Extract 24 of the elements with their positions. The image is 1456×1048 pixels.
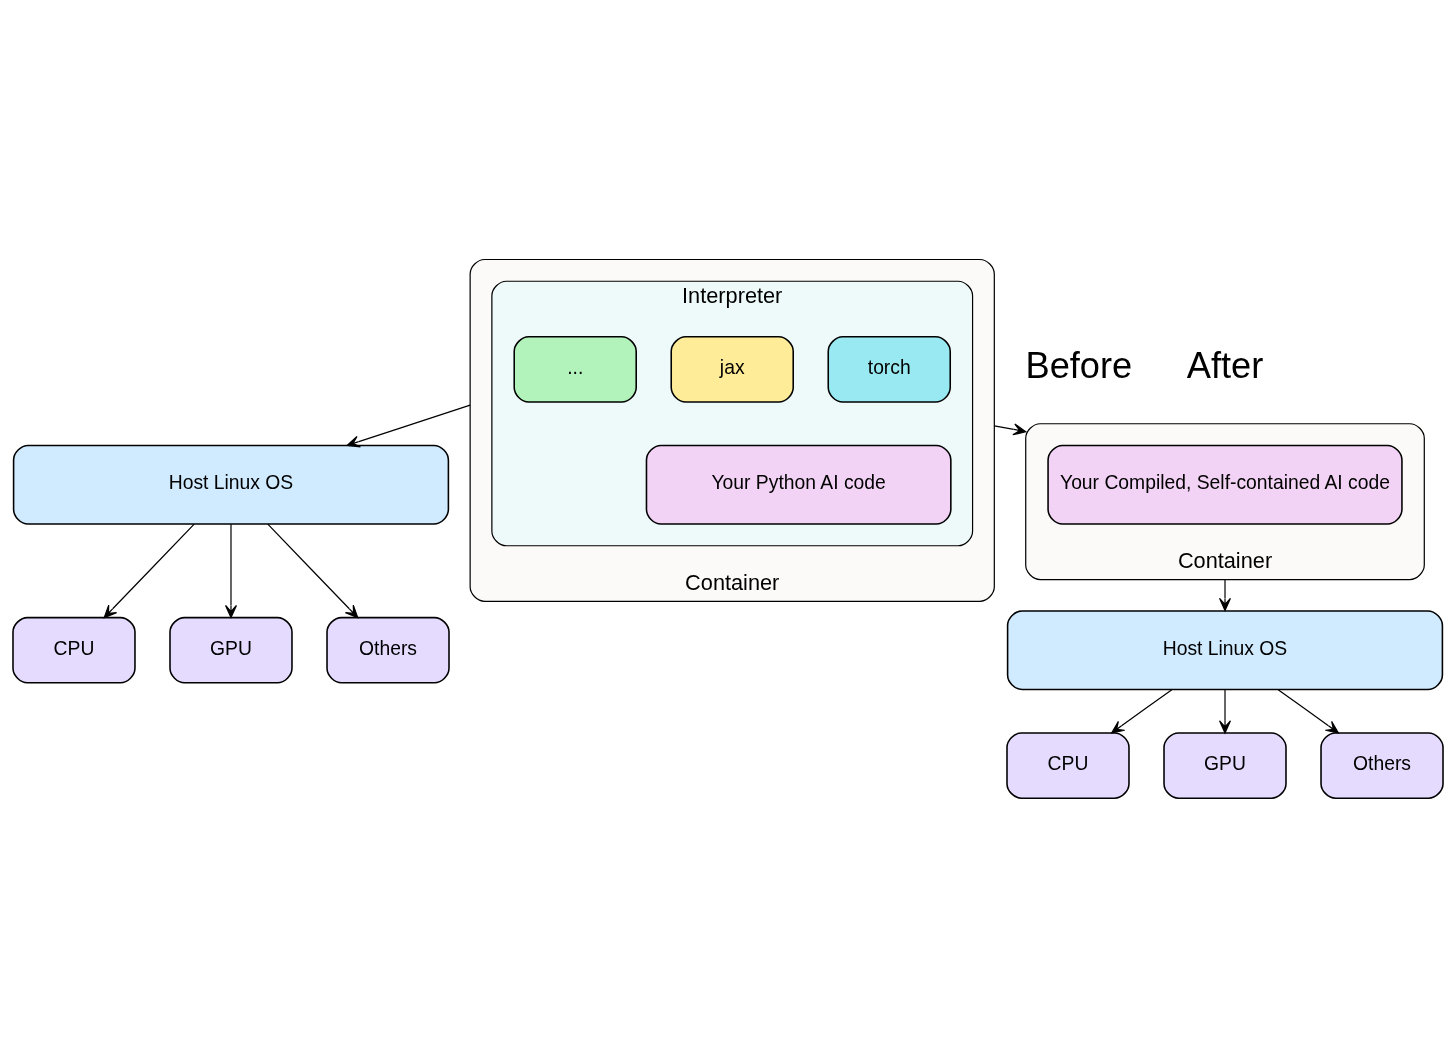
- node-box: CPU: [12, 616, 136, 684]
- arrow: [1218, 578, 1232, 612]
- arrow: [1218, 689, 1232, 734]
- node-box: GPU: [1163, 732, 1287, 799]
- node-box: Others: [1320, 732, 1444, 799]
- node-box: torch: [827, 336, 951, 403]
- arrow: [1277, 689, 1339, 734]
- label: Before: [1025, 345, 1133, 387]
- arrow: [993, 423, 1027, 436]
- arrow: [346, 404, 471, 448]
- node-box: Host Linux OS: [1006, 610, 1444, 691]
- arrow: [1111, 689, 1173, 734]
- node-box: Host Linux OS: [12, 444, 450, 525]
- arrow: [224, 523, 238, 619]
- node-box: CPU: [1006, 732, 1130, 799]
- node-box: ...: [513, 336, 637, 403]
- node-box: jax: [670, 336, 794, 403]
- arrow: [267, 523, 359, 619]
- node-box: Your Compiled, Self-contained AI code: [1047, 444, 1403, 525]
- node-box: GPU: [169, 616, 293, 684]
- node-box: Your Python AI code: [645, 444, 952, 525]
- arrow: [103, 523, 195, 619]
- node-box: Others: [326, 616, 450, 684]
- label: After: [1186, 345, 1264, 387]
